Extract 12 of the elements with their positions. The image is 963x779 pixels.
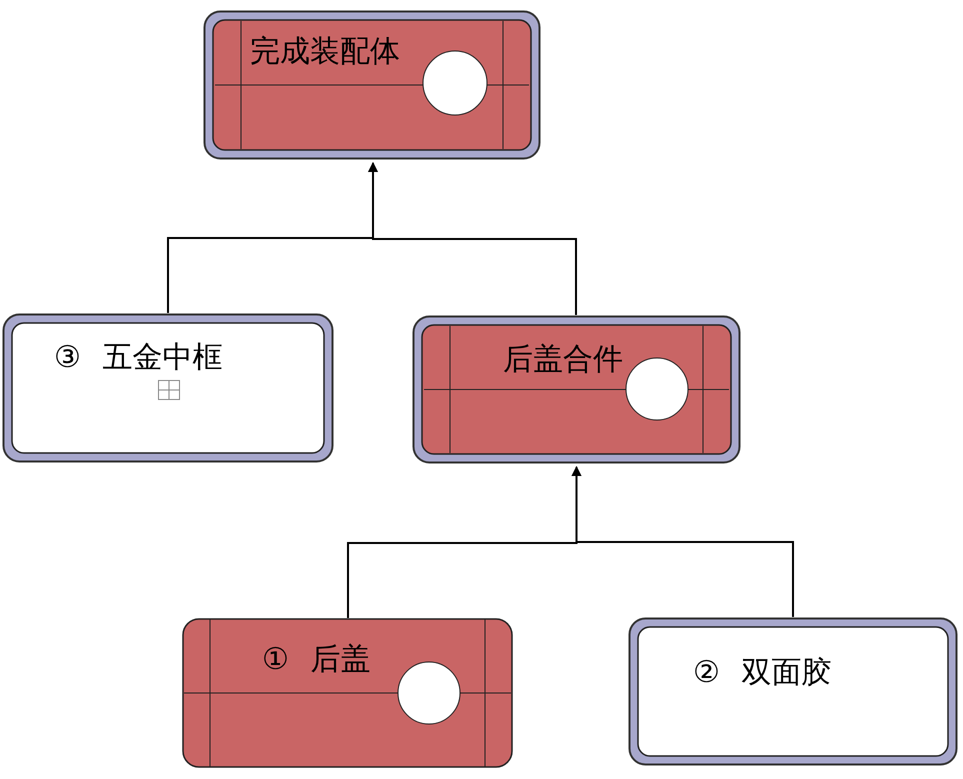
connector-arrow — [572, 466, 794, 617]
part-drawing — [203, 10, 541, 160]
part-label: ③ 五金中框 — [54, 341, 222, 375]
part-label: ② 双面胶 — [693, 656, 832, 690]
part-drawing — [628, 617, 958, 766]
part-drawing — [2, 313, 334, 463]
part-label: 完成装配体 — [250, 35, 400, 69]
part-drawing — [412, 315, 741, 464]
part-label: ① 后盖 — [262, 643, 370, 677]
part-drawing — [182, 618, 513, 768]
connector-arrow — [368, 162, 577, 315]
part-label: 后盖合件 — [503, 343, 623, 377]
